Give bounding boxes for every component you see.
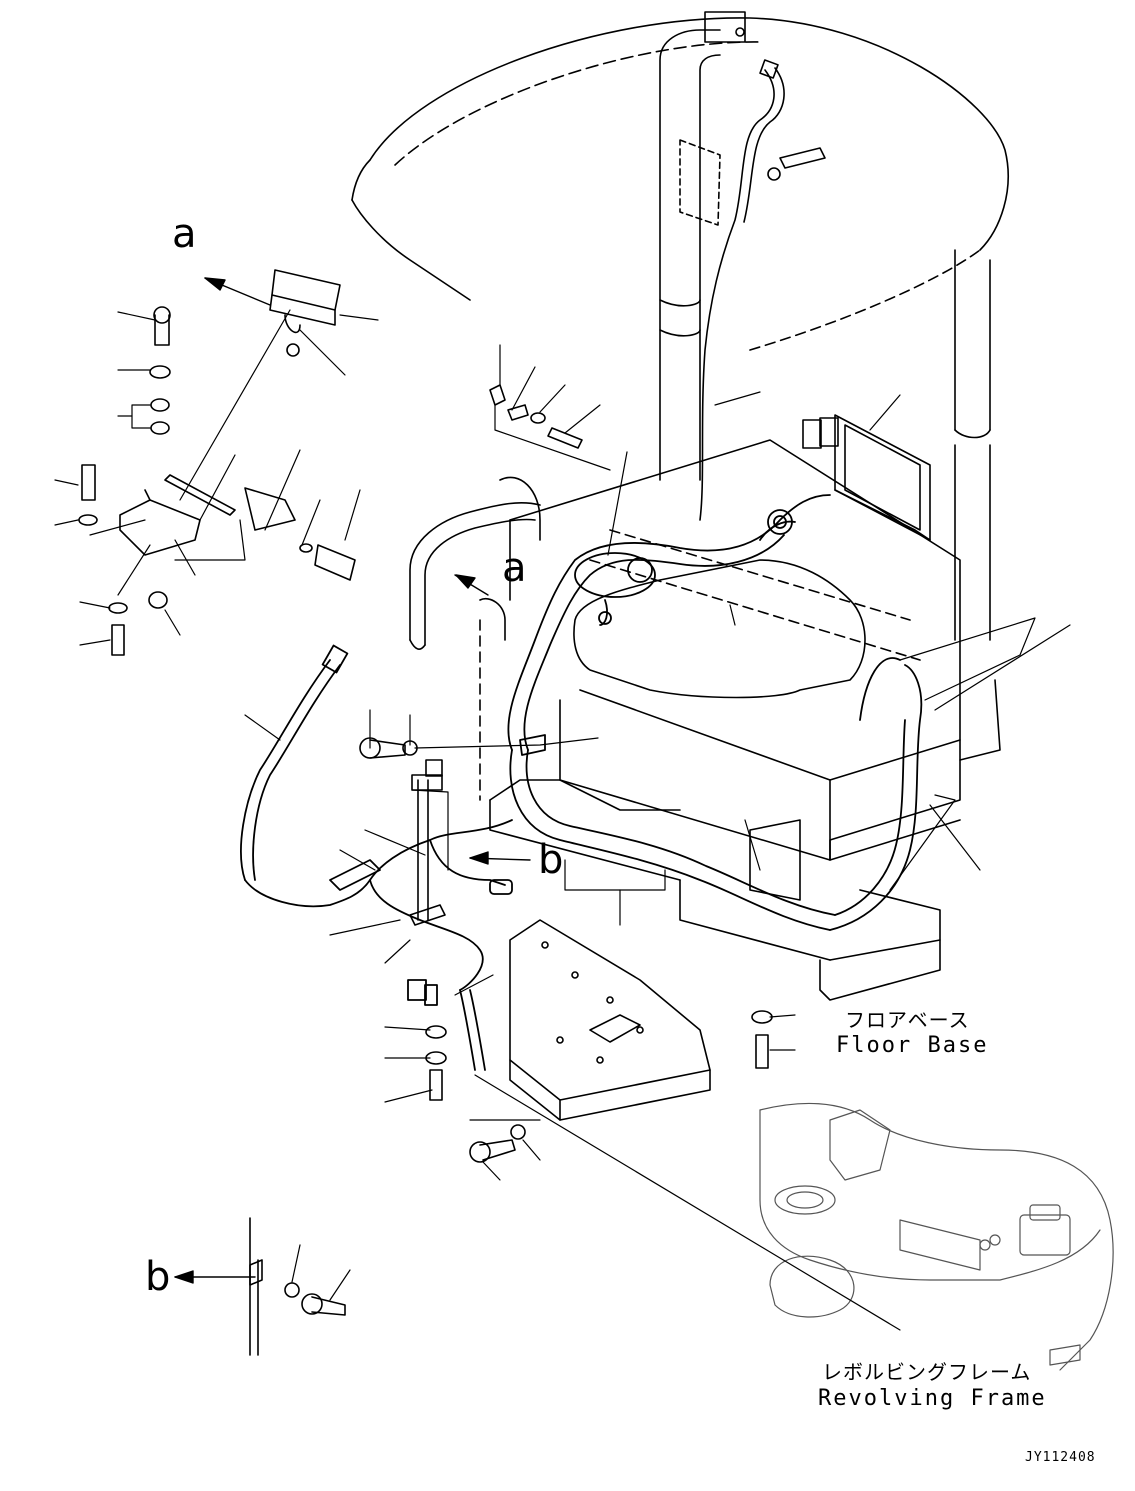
rops-pillars <box>659 11 1001 761</box>
callout-b-mid: b <box>538 837 564 883</box>
pillar-harness <box>699 59 826 521</box>
clip-detail-b <box>249 1217 346 1356</box>
callout-a-top: a <box>172 211 197 257</box>
leader-lines <box>54 309 1071 1331</box>
revolving-frame-label-en: Revolving Frame <box>818 1386 1047 1411</box>
revolving-frame-label-jp: レボルビングフレーム <box>822 1360 1032 1384</box>
guard-rail <box>409 476 541 650</box>
revolving-frame <box>759 1102 1114 1371</box>
floor-base-label-en: Floor Base <box>836 1033 989 1058</box>
canopy-roof <box>351 17 1009 351</box>
callout-a-mid: a <box>502 545 527 591</box>
callout-arrows <box>174 277 531 1284</box>
left-parts <box>78 269 356 656</box>
controller-box <box>802 414 931 541</box>
cab-floor-frame <box>479 439 961 1001</box>
left-harness <box>240 644 513 1071</box>
main-harness <box>507 494 923 931</box>
floor-base-label-jp: フロアベース <box>845 1008 970 1032</box>
drawing-code: JY112408 <box>1025 1450 1096 1465</box>
center-fasteners <box>359 384 773 1163</box>
callout-b-bottom: b <box>145 1254 171 1300</box>
floor-base-plate <box>509 919 711 1121</box>
bracket-rod <box>409 759 446 926</box>
